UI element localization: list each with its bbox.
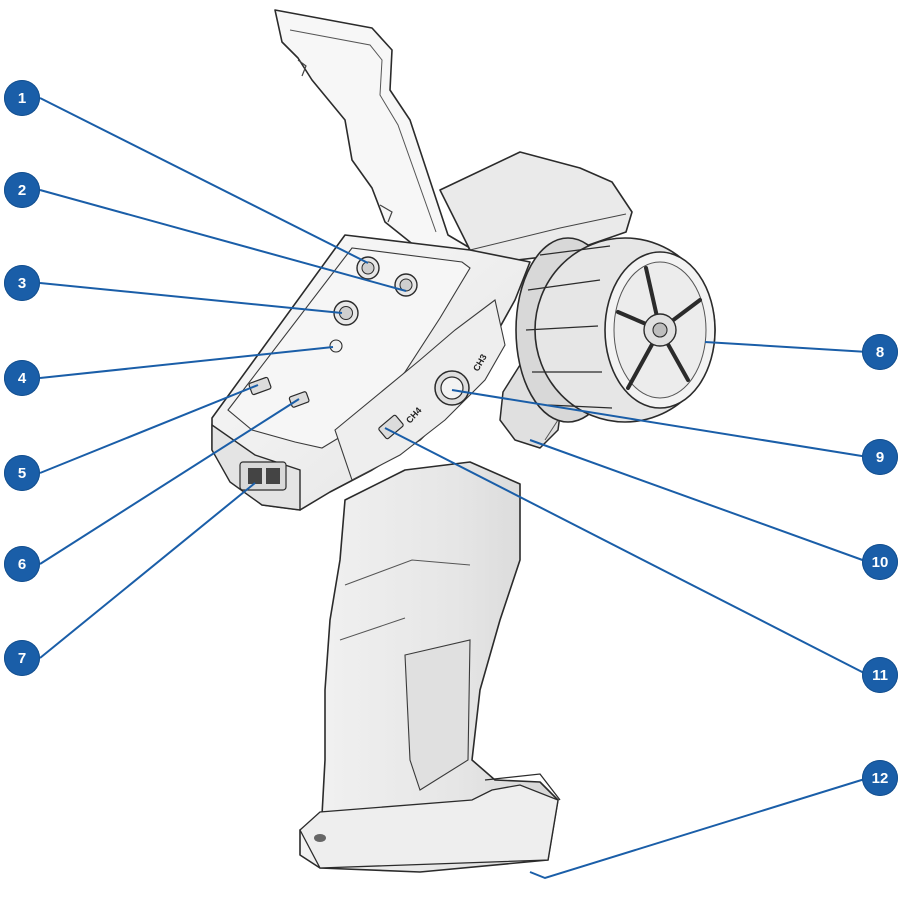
callout-5: 5	[4, 455, 40, 491]
leader-4	[39, 346, 334, 379]
callout-4: 4	[4, 360, 40, 396]
callout-9: 9	[862, 439, 898, 475]
leader-5	[39, 384, 259, 474]
callout-3: 3	[4, 265, 40, 301]
led-indicator	[329, 339, 343, 353]
callout-11: 11	[862, 657, 898, 693]
callout-6: 6	[4, 546, 40, 582]
leader-8	[704, 341, 869, 353]
leader-11	[384, 427, 869, 676]
callout-7: 7	[4, 640, 40, 676]
trim-knob-2	[394, 273, 418, 297]
leader-6	[39, 398, 300, 565]
leader-9	[451, 389, 869, 458]
leader-12	[529, 777, 869, 880]
leader-2	[39, 189, 407, 292]
callout-8: 8	[862, 334, 898, 370]
callout-12: 12	[862, 760, 898, 796]
leader-7	[39, 482, 256, 659]
callout-2: 2	[4, 172, 40, 208]
leader-lines	[39, 97, 869, 880]
callout-1: 1	[4, 80, 40, 116]
trim-knob-1	[356, 256, 380, 280]
charge-port	[239, 461, 287, 491]
leader-1	[39, 97, 369, 264]
ch3-button	[434, 370, 470, 406]
steering-wheel	[515, 237, 716, 423]
leader-10	[529, 439, 869, 563]
leader-3	[39, 282, 343, 314]
callout-10: 10	[862, 544, 898, 580]
switch-5	[248, 376, 272, 396]
